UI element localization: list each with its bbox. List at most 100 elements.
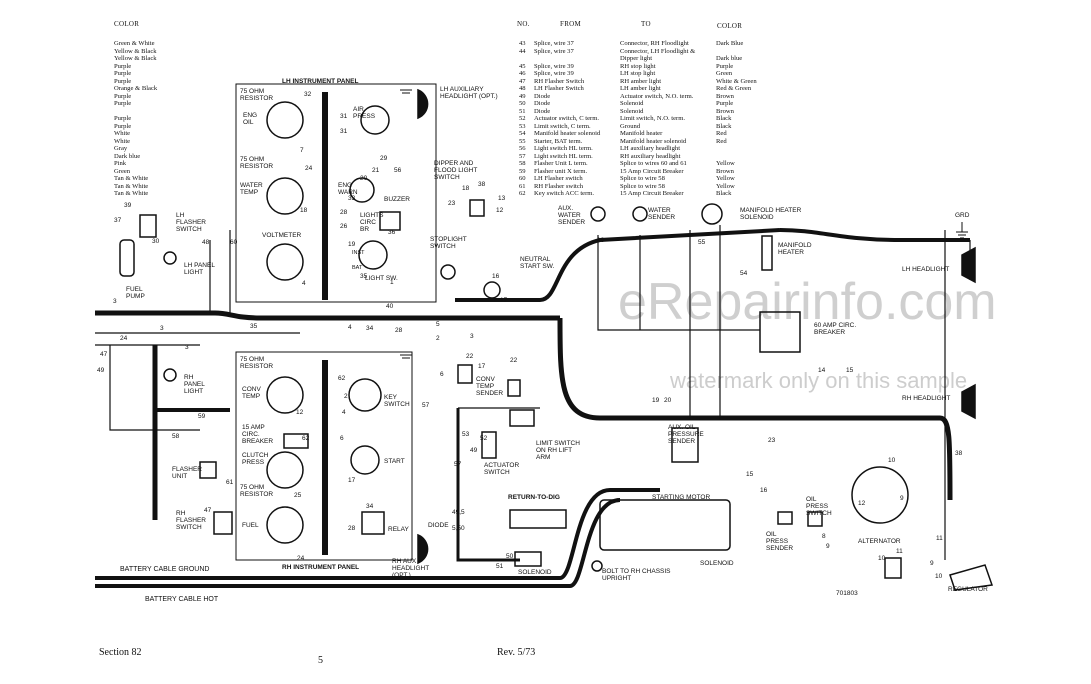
svg-text:7: 7 xyxy=(300,147,304,154)
from-header: FROM xyxy=(560,20,582,28)
water-sender xyxy=(632,206,648,222)
oil-press-sender xyxy=(777,511,793,525)
main-harness xyxy=(95,310,560,321)
svg-text:25: 25 xyxy=(294,492,302,499)
oil-press-sender-label: OIL PRESS SENDER xyxy=(766,531,794,552)
ohm-resistor-2-label: 75 OHM RESISTOR xyxy=(240,156,274,170)
svg-text:37: 37 xyxy=(114,217,122,224)
left-color-item: Purple xyxy=(114,115,132,122)
svg-text:15: 15 xyxy=(846,367,854,374)
aux-oil-sender-label: AUX. OIL PRESSURE SENDER xyxy=(668,424,704,445)
svg-text:34: 34 xyxy=(366,503,374,510)
left-color-item: Purple xyxy=(114,92,132,100)
return-to-dig-label: RETURN-TO-DIG xyxy=(508,494,560,501)
clutch-press-gauge xyxy=(266,451,304,489)
wire-row-no: 53 xyxy=(519,122,526,130)
left-color-item: Purple xyxy=(114,77,132,85)
regulator xyxy=(949,564,994,591)
figure-number: 701803 xyxy=(836,590,858,597)
svg-text:61: 61 xyxy=(226,479,234,486)
rh-aux-headlight xyxy=(417,533,429,565)
wire-row-color: Yellow xyxy=(716,182,735,190)
left-color-item: Tan & White xyxy=(114,190,149,197)
conv-temp-gauge xyxy=(266,376,304,414)
svg-text:30: 30 xyxy=(152,238,160,245)
svg-text:17: 17 xyxy=(478,363,486,370)
watermark-site: eRepairinfo.com xyxy=(618,273,997,331)
lh-instrument-panel-outline xyxy=(235,83,437,303)
left-color-item: Yellow & Black xyxy=(114,47,157,55)
left-color-item: Gray xyxy=(114,145,128,152)
starting-motor xyxy=(599,499,731,551)
aux-water-sender xyxy=(590,206,606,222)
actuator-switch xyxy=(481,431,497,459)
lh-aux-headlight xyxy=(417,88,429,120)
wire-row-from: Limit switch, C term. xyxy=(534,122,591,130)
wire-row-to: Dipper light xyxy=(620,55,653,62)
rh-panel-light-label: RH PANEL LIGHT xyxy=(184,374,205,395)
rh-flasher-switch-label: RH FLASHER SWITCH xyxy=(176,510,206,531)
svg-text:58: 58 xyxy=(172,433,180,440)
wire-row-color: Red xyxy=(716,137,727,145)
svg-text:62: 62 xyxy=(302,435,310,442)
60-amp-breaker xyxy=(759,311,801,353)
lights-circ-br-label: LIGHTS CIRC BR xyxy=(360,212,384,233)
svg-text:4: 4 xyxy=(302,280,306,287)
wire-row-from: Splice, wire 39 xyxy=(534,62,574,70)
svg-text:15: 15 xyxy=(746,471,754,478)
wire-row-no: 51 xyxy=(519,107,526,115)
lh-flasher-switch xyxy=(139,214,157,238)
svg-text:49: 49 xyxy=(470,447,478,454)
wire-row-color: Dark Blue xyxy=(716,40,744,47)
svg-text:20: 20 xyxy=(664,397,672,404)
rh-flasher-switch xyxy=(213,511,233,535)
wire-row-from: Light switch HL term. xyxy=(534,145,593,152)
battery-cable-ground xyxy=(95,488,660,580)
battery-hot-label: BATTERY CABLE HOT xyxy=(145,596,219,603)
page-number: 5 xyxy=(318,655,323,666)
wire-row-no: 44 xyxy=(519,47,526,55)
stoplight-switch xyxy=(440,264,456,280)
svg-text:40: 40 xyxy=(386,303,394,310)
svg-text:10: 10 xyxy=(935,573,943,580)
rh-headlight xyxy=(961,383,976,420)
wire-row-no: 49 xyxy=(519,92,526,100)
wire-row-color: Brown xyxy=(716,107,734,115)
svg-text:53: 53 xyxy=(462,431,470,438)
rh-headlight-label: RH HEADLIGHT xyxy=(902,395,951,402)
svg-text:9: 9 xyxy=(900,495,904,502)
svg-text:12: 12 xyxy=(296,409,304,416)
solenoid-left xyxy=(514,551,542,567)
wire-row-from: LH Flasher Switch xyxy=(534,85,584,92)
wire-row-from: Splice, wire 39 xyxy=(534,70,574,77)
conv-temp-sender-label: CONV TEMP SENDER xyxy=(476,376,504,397)
regulator-label: REGULATOR xyxy=(948,586,988,593)
wire-row-color: Black xyxy=(716,115,732,122)
svg-text:32: 32 xyxy=(304,91,312,98)
svg-text:19: 19 xyxy=(348,241,356,248)
flasher-unit-label: FLASHER UNIT xyxy=(172,466,202,480)
manifold-heater-solenoid xyxy=(701,203,723,225)
light-sw-label: LIGHT SW. xyxy=(365,275,398,282)
svg-text:24: 24 xyxy=(305,165,313,172)
rh-aux-headlight-label: RH AUX HEADLIGHT (OPT.) xyxy=(392,558,430,579)
key-switch xyxy=(348,378,382,412)
svg-text:19: 19 xyxy=(597,237,605,244)
start-label: START xyxy=(384,458,405,465)
wire-row-from: Actuator switch, C term. xyxy=(534,115,600,122)
battery-cable-hot xyxy=(95,498,621,588)
15-amp-breaker-label: 15 AMP CIRC. BREAKER xyxy=(242,424,274,445)
diode-label: DIODE xyxy=(428,522,449,529)
ohm-resistor-4-label: 75 OHM RESISTOR xyxy=(240,484,274,498)
key-switch-label: KEY SWITCH xyxy=(384,394,410,408)
left-color-item: Purple xyxy=(114,62,132,70)
wire-row-color: Red xyxy=(716,130,727,137)
eng-oil-label: ENG OIL xyxy=(243,112,258,126)
connector-6 xyxy=(457,364,473,384)
wire-row-no: 50 xyxy=(519,100,526,107)
svg-text:11: 11 xyxy=(896,548,903,555)
wire-row-color: Black xyxy=(716,122,732,130)
left-color-item: Orange & Black xyxy=(114,85,158,92)
